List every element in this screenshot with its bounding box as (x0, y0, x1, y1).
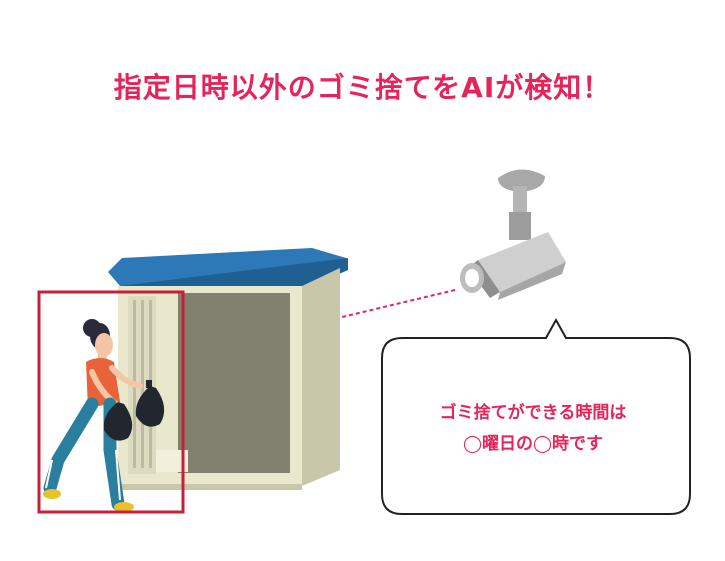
speech-bubble-line2: ◯曜日の◯時です (462, 434, 604, 454)
speech-bubble-text: ゴミ捨てができる時間は ◯曜日の◯時です (388, 398, 678, 460)
person-with-trash-bags-icon (43, 319, 165, 512)
security-camera-icon (460, 169, 566, 300)
headline: 指定日時以外のゴミ捨てをAIが検知！ (113, 71, 612, 104)
speech-bubble (381, 317, 691, 515)
detection-box (37, 290, 185, 514)
speech-bubble-line1: ゴミ捨てができる時間は (439, 403, 627, 423)
garbage-shed-icon (108, 248, 348, 490)
